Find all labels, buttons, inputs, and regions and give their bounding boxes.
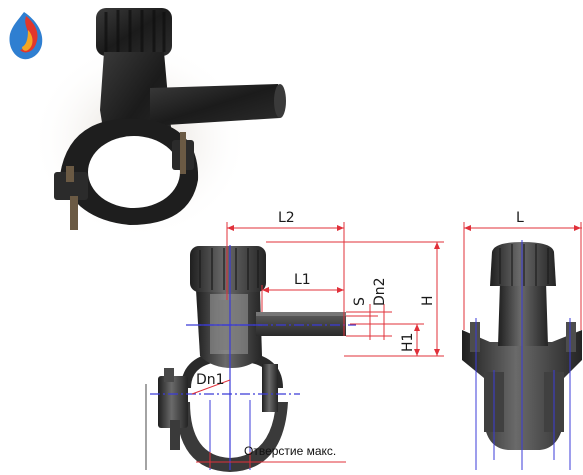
label-l: L	[516, 210, 524, 226]
label-dn2: Dn2	[372, 277, 388, 306]
dimension-arrows	[227, 225, 581, 356]
label-h: H	[420, 295, 436, 306]
front-view-drawing	[145, 245, 356, 472]
side-view-drawing	[462, 240, 582, 470]
product-photo	[30, 8, 286, 240]
flame-logo-icon	[9, 12, 43, 60]
label-s: S	[352, 297, 368, 306]
label-l2: L2	[278, 210, 295, 226]
label-l1: L1	[294, 272, 311, 288]
hole-note: Отверстие макс.	[244, 444, 336, 458]
label-h1: H1	[400, 333, 416, 352]
label-dn1: Dn1	[196, 372, 225, 388]
